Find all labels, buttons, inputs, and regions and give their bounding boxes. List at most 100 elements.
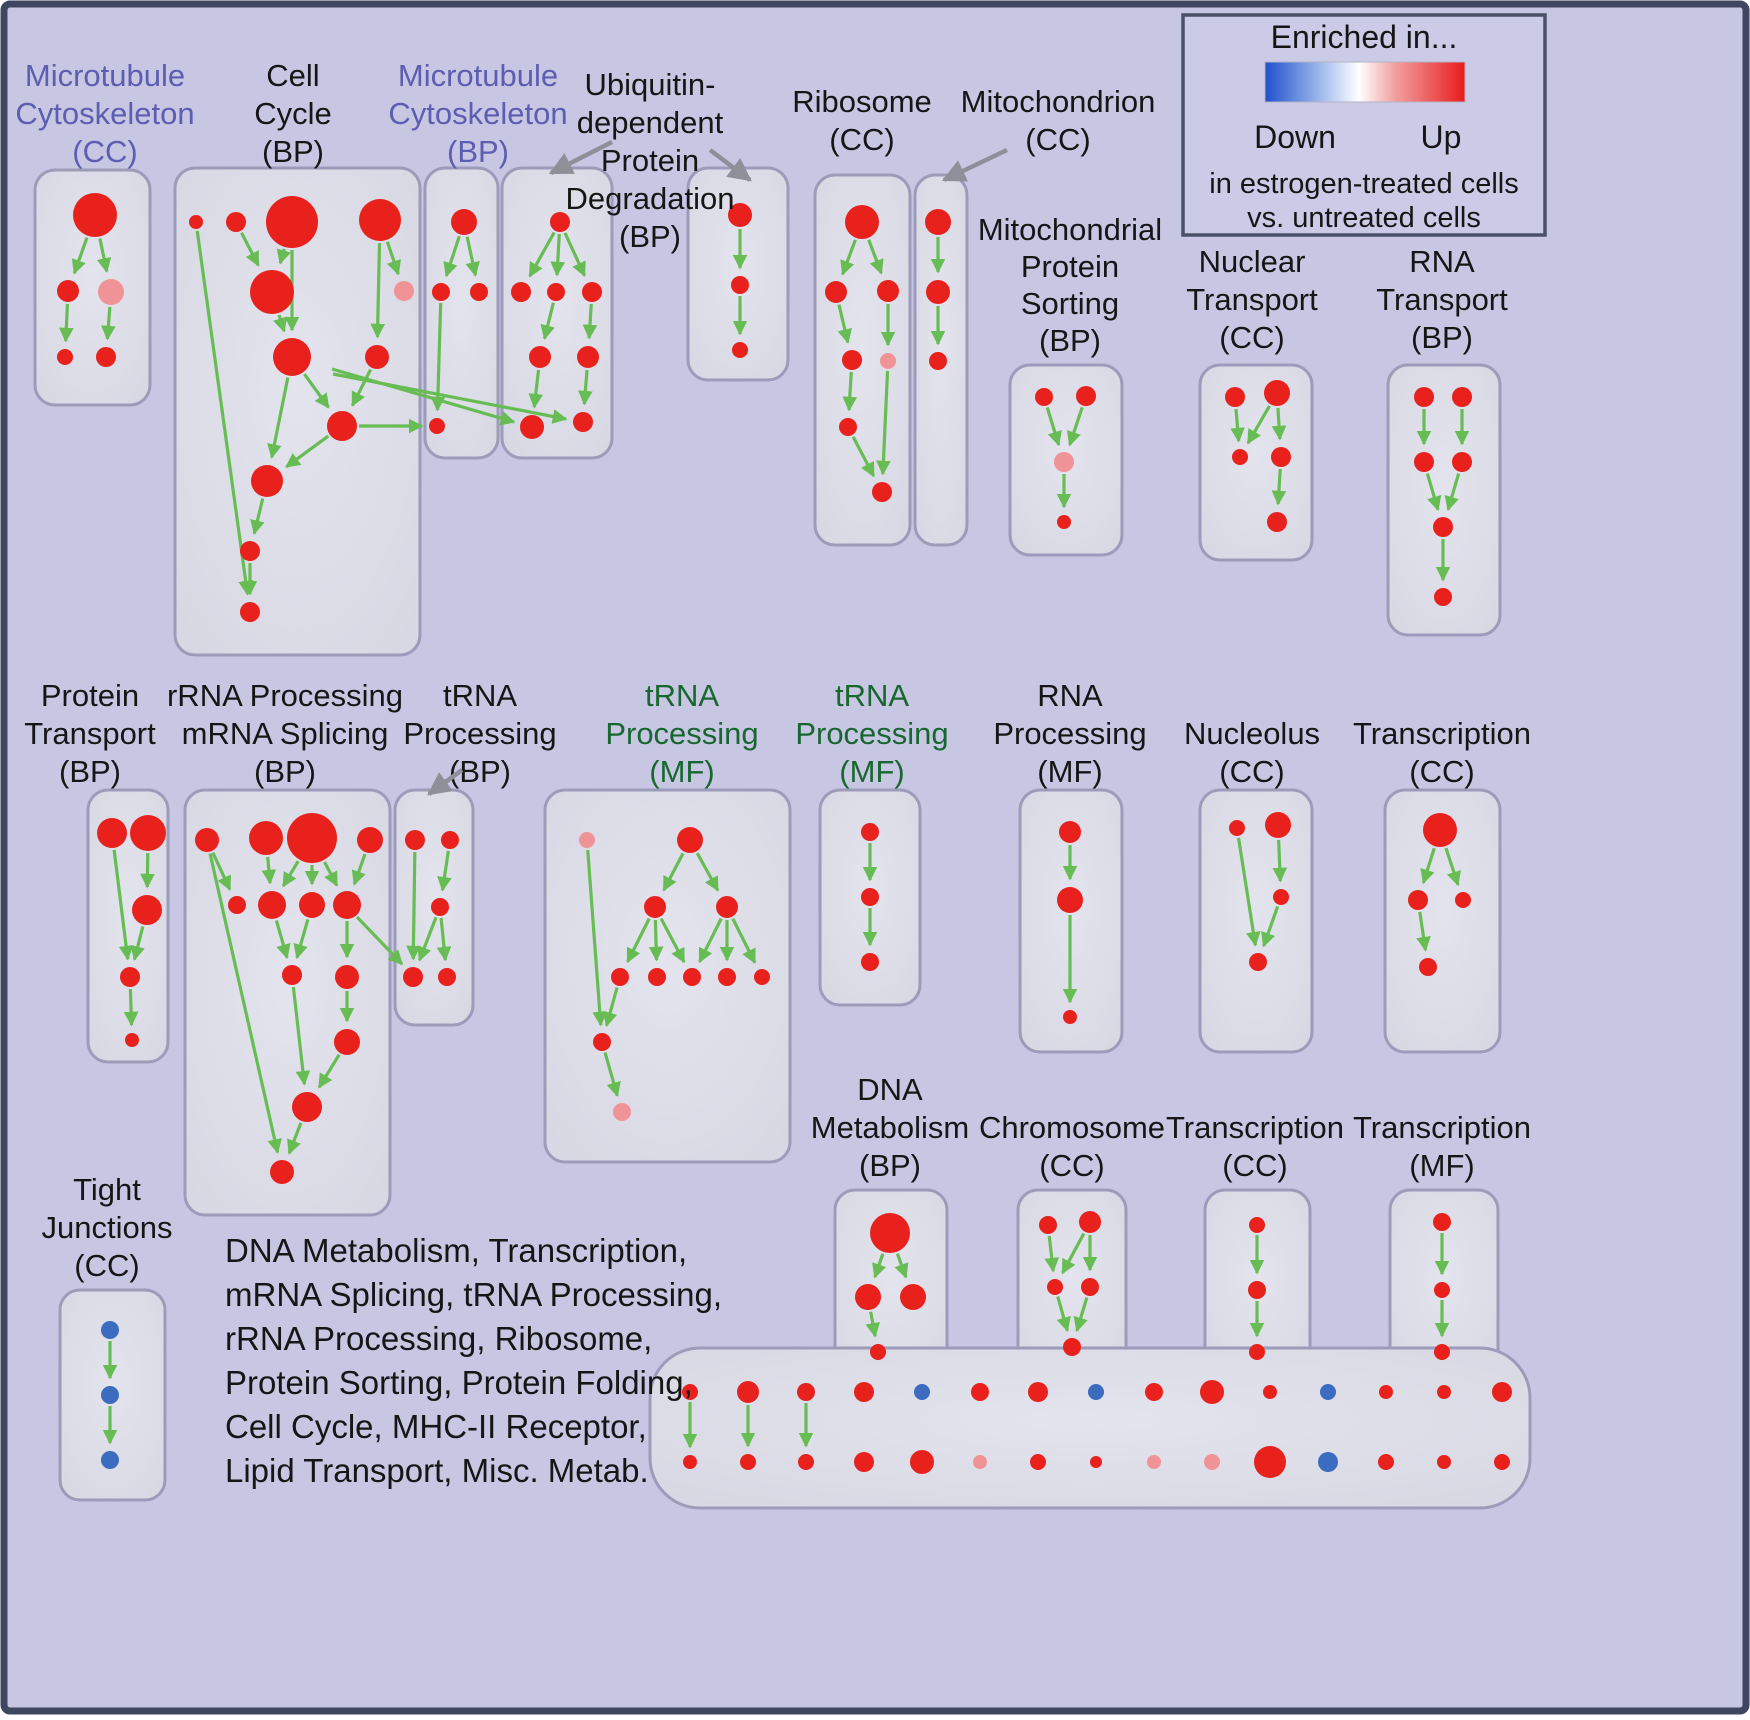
go-term-node <box>1434 1282 1450 1298</box>
go-term-node <box>1081 1278 1099 1296</box>
go-term-node <box>249 821 283 855</box>
go-term-node <box>125 1033 139 1047</box>
go-term-node <box>250 270 294 314</box>
go-term-node <box>189 215 203 229</box>
go-term-node <box>861 953 879 971</box>
go-term-node <box>1249 953 1267 971</box>
go-term-node <box>644 896 666 918</box>
go-term-node <box>1063 1338 1081 1356</box>
go-term-node <box>240 541 260 561</box>
go-term-node <box>1452 387 1472 407</box>
go-term-node <box>1264 380 1290 406</box>
go-term-node <box>648 968 666 986</box>
go-term-node <box>1028 1382 1048 1402</box>
go-term-node <box>573 412 593 432</box>
go-term-node <box>1047 1279 1063 1295</box>
go-term-node <box>1318 1452 1338 1472</box>
go-term-node <box>96 347 116 367</box>
cluster-label-tight-junctions-cc: (CC) <box>74 1248 139 1283</box>
go-term-node <box>1434 1344 1450 1360</box>
go-term-node <box>1088 1384 1104 1400</box>
go-term-node <box>877 280 899 302</box>
go-term-node <box>716 896 738 918</box>
go-term-node <box>441 831 459 849</box>
go-term-node <box>754 969 770 985</box>
misc-terms-note-line: DNA Metabolism, Transcription, <box>225 1232 687 1269</box>
cluster-label-transcription-cc-upper: Transcription <box>1353 716 1531 751</box>
go-term-node <box>365 345 389 369</box>
cluster-label-cell-cycle-bp: Cell <box>266 58 319 93</box>
cluster-label-protein-transport-bp: Transport <box>24 716 156 751</box>
go-term-node <box>98 279 124 305</box>
go-term-node <box>101 1451 119 1469</box>
go-term-node <box>529 346 551 368</box>
relation-arrow <box>1279 840 1281 881</box>
go-term-node <box>825 281 847 303</box>
go-term-node <box>333 891 361 919</box>
go-term-node <box>740 1454 756 1470</box>
go-term-node <box>1249 1217 1265 1233</box>
go-term-node <box>429 418 445 434</box>
cluster-label-dna-metabolism-bp: (BP) <box>859 1148 921 1183</box>
cluster-label-transcription-cc-upper: (CC) <box>1409 754 1474 789</box>
go-term-node <box>1423 813 1457 847</box>
go-term-node <box>270 1160 294 1184</box>
cluster-label-tight-junctions-cc: Junctions <box>42 1210 173 1245</box>
cluster-label-mitochondrion-cc: Mitochondrion <box>961 84 1156 119</box>
relation-arrow <box>1278 469 1280 504</box>
go-term-node <box>1054 452 1074 472</box>
cluster-label-nuclear-transport-cc: (CC) <box>1219 320 1284 355</box>
go-term-node <box>1419 958 1437 976</box>
go-term-node <box>511 282 531 302</box>
go-term-node <box>1437 1455 1451 1469</box>
cluster-label-trna-processing-mf-small: Processing <box>795 716 948 751</box>
misc-terms-note-line: Lipid Transport, Misc. Metab. <box>225 1452 649 1489</box>
go-term-node <box>579 832 595 848</box>
go-term-node <box>1030 1454 1046 1470</box>
go-term-node <box>1225 387 1245 407</box>
cluster-label-microtubule-cytoskeleton-cc: Cytoskeleton <box>15 96 194 131</box>
go-term-node <box>334 1029 360 1055</box>
go-term-node <box>870 1344 886 1360</box>
cluster-box-misc-terms <box>650 1348 1530 1508</box>
go-term-node <box>120 967 140 987</box>
cluster-label-nucleolus-cc: (CC) <box>1219 754 1284 789</box>
legend-up-label: Up <box>1421 119 1462 155</box>
cluster-box-nuclear-transport-cc <box>1200 365 1312 560</box>
go-term-node <box>287 813 337 863</box>
enrichment-gradient-bar <box>1265 62 1465 102</box>
go-term-node <box>431 898 449 916</box>
cluster-label-cell-cycle-bp: Cycle <box>254 96 332 131</box>
cluster-box-rrna-processing-mrna-splicing-bp <box>185 790 390 1215</box>
go-term-node <box>1232 449 1248 465</box>
cluster-label-transcription-mf: Transcription <box>1353 1110 1531 1145</box>
go-term-node <box>299 892 325 918</box>
cluster-label-mitochondrial-protein-sorting-bp: Sorting <box>1021 286 1119 321</box>
go-term-node <box>359 199 401 241</box>
go-term-node <box>1378 1454 1394 1470</box>
misc-terms-note-line: Protein Sorting, Protein Folding, <box>225 1364 693 1401</box>
go-term-node <box>405 830 425 850</box>
cluster-label-microtubule-cytoskeleton-bp: Microtubule <box>398 58 558 93</box>
cluster-label-trna-processing-mf-small: (MF) <box>839 754 904 789</box>
go-term-node <box>1147 1455 1161 1469</box>
cluster-label-ubiquitin-degradation-a: Degradation <box>566 181 735 216</box>
go-term-node <box>1414 452 1434 472</box>
cluster-label-trna-processing-mf-small: tRNA <box>835 678 909 713</box>
go-term-node <box>925 209 951 235</box>
go-term-node <box>613 1103 631 1121</box>
go-term-node <box>73 193 117 237</box>
cluster-label-rrna-processing-mrna-splicing-bp: (BP) <box>254 754 316 789</box>
cluster-label-nucleolus-cc: Nucleolus <box>1184 716 1320 751</box>
go-term-node <box>861 888 879 906</box>
go-term-node <box>900 1284 926 1310</box>
cluster-label-protein-transport-bp: Protein <box>41 678 139 713</box>
cluster-label-rna-transport-bp: Transport <box>1376 282 1508 317</box>
go-term-node <box>273 338 311 376</box>
relation-arrow <box>655 920 656 960</box>
legend-subtitle-line1: in estrogen-treated cells <box>1209 168 1519 200</box>
cluster-label-nuclear-transport-cc: Nuclear <box>1199 244 1306 279</box>
go-term-node <box>1433 517 1453 537</box>
cluster-label-rna-transport-bp: (BP) <box>1411 320 1473 355</box>
go-term-node <box>258 891 286 919</box>
